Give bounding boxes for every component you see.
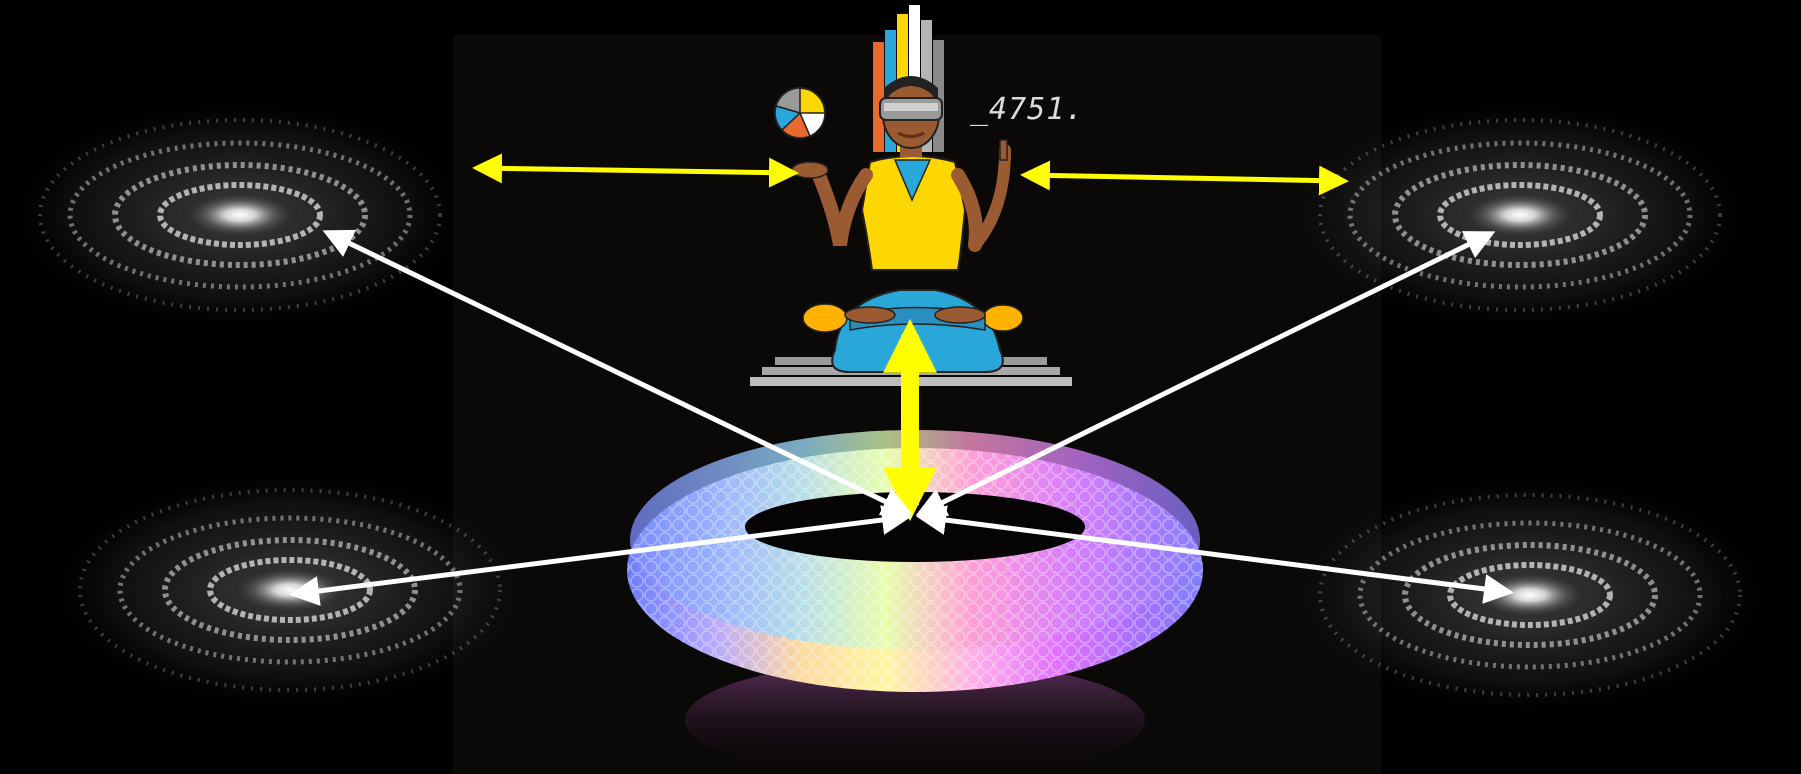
spiral-galaxy-icon [0,95,480,335]
galaxy-bottom-right [1280,470,1780,720]
readout-text: _4751. [970,92,1084,127]
spiral-galaxy-icon [1280,470,1780,720]
galaxy-top-left [0,95,480,335]
spiral-galaxy-icon [40,465,540,715]
galaxy-bottom-left [40,465,540,715]
pie-chart-icon [775,88,825,138]
